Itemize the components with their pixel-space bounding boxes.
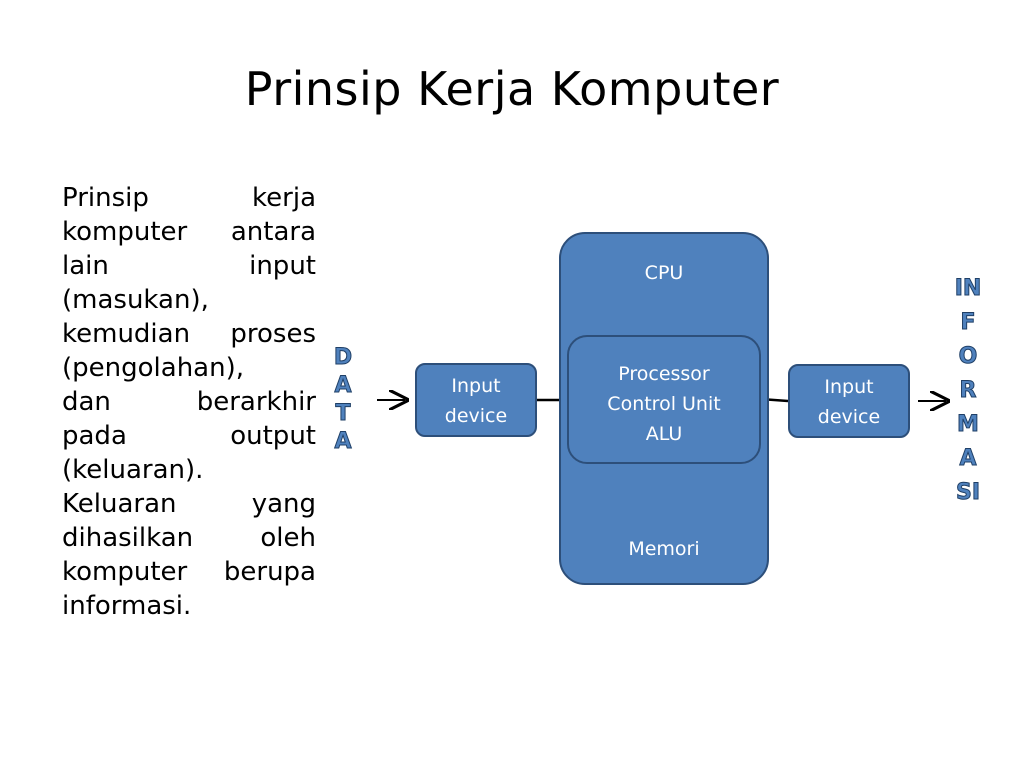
info-letter: SI	[955, 480, 981, 506]
body-line: (keluaran).	[62, 455, 204, 485]
body-line: Prinsip kerja	[62, 183, 316, 213]
body-line: dihasilkan oleh	[62, 523, 316, 553]
informasi-vertical-label: IN F O R M A SI	[946, 272, 990, 510]
data-letter: A	[334, 429, 352, 455]
info-letter: R	[959, 378, 977, 404]
processor-box: Processor Control Unit ALU	[567, 335, 761, 464]
processor-line: Processor	[618, 363, 710, 385]
body-paragraph: Prinsip kerja komputer antara lain input…	[62, 181, 316, 623]
info-letter: M	[957, 412, 980, 438]
memory-label: Memori	[628, 538, 700, 560]
body-line: pada output	[62, 421, 316, 451]
data-letter: T	[335, 401, 351, 427]
body-line: informasi.	[62, 591, 192, 621]
body-line: lain input	[62, 251, 316, 281]
body-line: komputer antara	[62, 217, 316, 247]
info-letter: A	[959, 446, 977, 472]
body-line: (pengolahan),	[62, 353, 244, 383]
input-device-box: Input device	[415, 363, 537, 437]
data-vertical-label: D A T A	[328, 344, 358, 456]
body-line: kemudian proses	[62, 319, 316, 349]
data-letter: A	[334, 373, 352, 399]
body-line: komputer berupa	[62, 557, 316, 587]
output-device-line: Input	[824, 376, 874, 398]
cpu-label: CPU	[644, 262, 684, 284]
processor-line: Control Unit	[607, 393, 721, 415]
body-line: Keluaran yang	[62, 489, 316, 519]
output-device-line: device	[817, 406, 881, 428]
input-device-line: device	[444, 405, 508, 427]
slide-title: Prinsip Kerja Komputer	[244, 62, 780, 116]
output-device-box: Input device	[788, 364, 910, 438]
body-line: dan berarkhir	[62, 387, 316, 417]
data-letter: D	[333, 345, 353, 371]
processor-line: ALU	[645, 423, 683, 445]
info-letter: IN	[954, 276, 982, 302]
info-letter: F	[960, 310, 976, 336]
input-device-line: Input	[451, 375, 501, 397]
body-line: (masukan),	[62, 285, 209, 315]
info-letter: O	[958, 344, 978, 370]
